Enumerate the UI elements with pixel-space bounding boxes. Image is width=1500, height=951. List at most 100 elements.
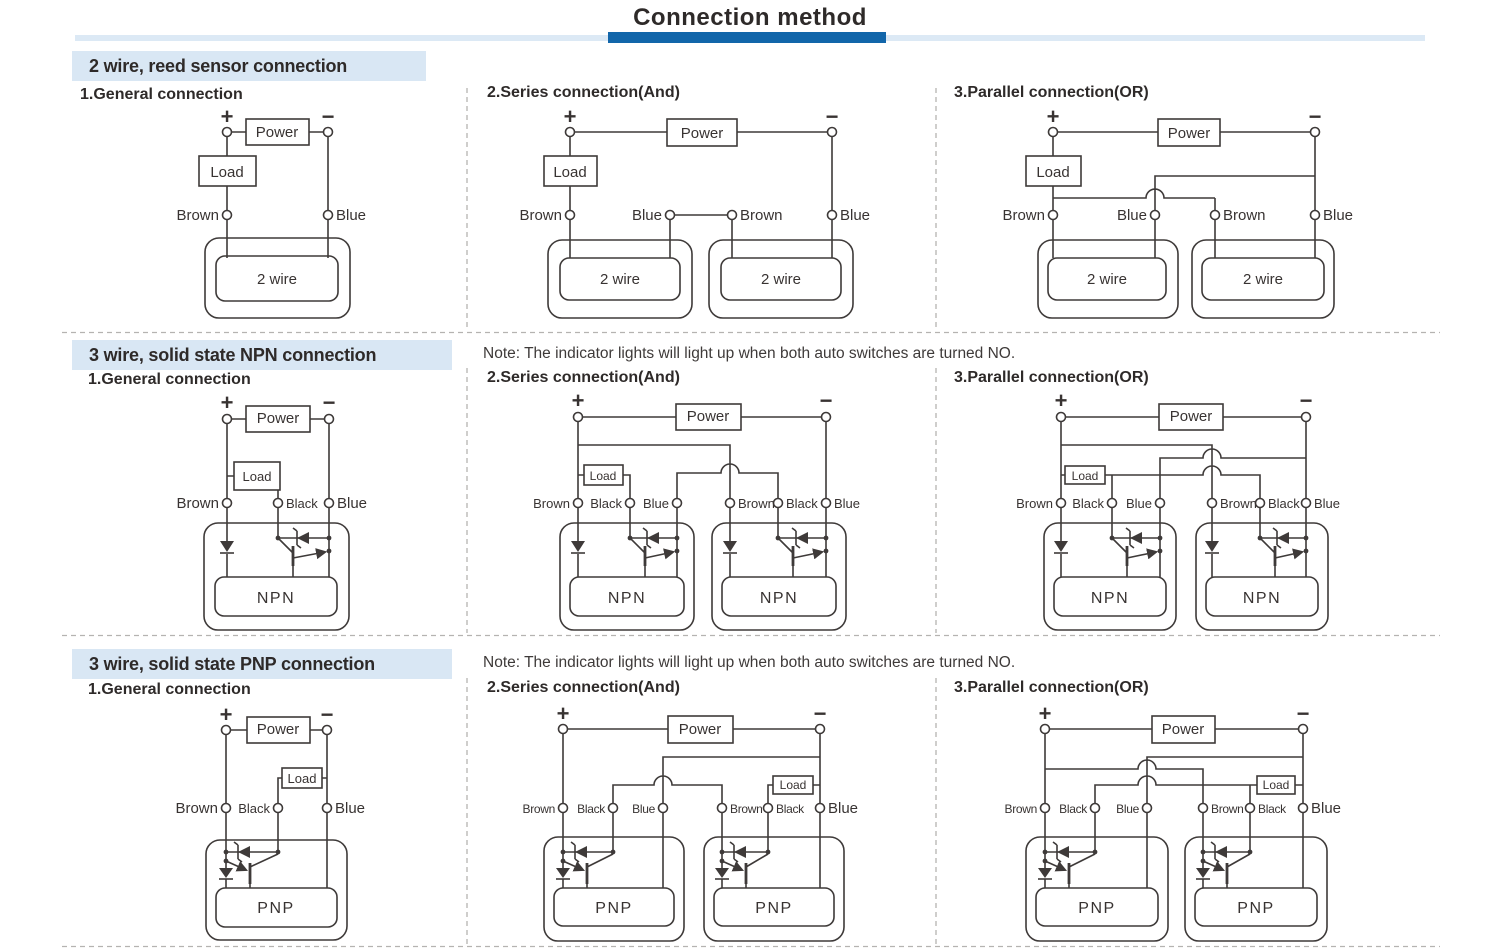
load-label: Load xyxy=(1072,469,1099,483)
plus-sign: + xyxy=(1039,701,1052,726)
terminal xyxy=(1297,802,1309,814)
diagram-pnp-series: + − Power Load Brown Black Blue Brown Bl… xyxy=(522,701,858,942)
sensor-outer-box xyxy=(559,522,695,631)
label-brown: Brown xyxy=(730,802,763,816)
plus-sign: + xyxy=(1047,104,1060,129)
sensor-inner-box xyxy=(1205,576,1319,617)
power-label: Power xyxy=(1162,721,1205,738)
minus-sign: − xyxy=(323,390,336,415)
diagram-reed-general: + − Power Load Brown Blue 2 wire xyxy=(176,104,366,319)
power-label: Power xyxy=(1170,408,1213,425)
power-label: Power xyxy=(1168,125,1211,142)
load-label: Load xyxy=(210,164,243,181)
diode-icon xyxy=(1054,541,1068,554)
label-brown: Brown xyxy=(533,496,570,511)
label-blue: Blue xyxy=(1126,496,1152,511)
row-divider xyxy=(62,331,1440,948)
sensor-label: NPN xyxy=(1243,590,1281,607)
wires xyxy=(226,131,329,258)
terminal xyxy=(220,724,232,736)
label-black: Black xyxy=(590,496,622,511)
npn-transistor-icon xyxy=(627,527,680,577)
terminal xyxy=(1206,497,1218,509)
load-label: Load xyxy=(288,771,317,786)
terminal xyxy=(820,497,832,509)
diode-icon xyxy=(556,868,570,880)
terminal xyxy=(624,497,636,509)
diagram-npn-general: + − Power Load Brown Black Blue NPN xyxy=(176,390,367,631)
label-blue: Blue xyxy=(1117,207,1147,224)
power-label: Power xyxy=(679,721,722,738)
label-blue: Blue xyxy=(834,496,860,511)
sensor-label: PNP xyxy=(1237,900,1274,917)
diagram-pnp-general: + − Power Load Brown Black Blue PNP xyxy=(175,702,365,941)
sensor-label: PNP xyxy=(1078,900,1115,917)
power-box xyxy=(1157,118,1221,147)
label-blue: Blue xyxy=(632,207,662,224)
minus-sign: − xyxy=(814,701,827,726)
wires xyxy=(562,728,821,888)
column-divider xyxy=(466,88,937,945)
npn-transistor-icon xyxy=(1257,527,1309,577)
label-brown: Brown xyxy=(522,802,555,816)
power-box xyxy=(245,118,310,146)
terminal xyxy=(323,413,335,425)
load-box xyxy=(281,767,323,789)
load-label: Load xyxy=(780,778,807,792)
load-box xyxy=(1064,465,1106,485)
terminal xyxy=(1309,126,1321,138)
diode-icon xyxy=(1038,868,1052,880)
label-brown: Brown xyxy=(1002,207,1045,224)
panel-title-reed-series: 2.Series connection(And) xyxy=(487,84,680,101)
sensor-outer-box xyxy=(703,836,845,942)
label-blue: Blue xyxy=(1323,207,1353,224)
title-rule-dark xyxy=(608,32,886,43)
minus-sign: − xyxy=(1297,701,1310,726)
load-box xyxy=(1256,775,1296,795)
minus-sign: − xyxy=(826,104,839,129)
sensor-inner-box xyxy=(214,576,338,617)
diode-icon xyxy=(715,868,729,880)
terminal xyxy=(1154,497,1166,509)
load-box xyxy=(1025,155,1082,187)
terminal xyxy=(221,497,233,509)
sensor-outer-box xyxy=(1037,239,1179,319)
power-label: Power xyxy=(681,125,724,142)
panel-title-reed-parallel: 3.Parallel connection(OR) xyxy=(954,84,1149,101)
panel-title-npn-series: 2.Series connection(And) xyxy=(487,369,680,386)
load-box xyxy=(772,775,814,795)
terminal xyxy=(1309,209,1321,221)
terminal xyxy=(820,411,832,423)
label-black: Black xyxy=(1059,802,1088,816)
panel-title-npn-general: 1.General connection xyxy=(88,371,251,388)
diagram-reed-series: + − Power Load Brown Blue Brown Blue 2 w… xyxy=(519,104,870,319)
power-box xyxy=(666,118,738,147)
panel-title-reed-general: 1.General connection xyxy=(80,86,243,103)
load-box xyxy=(583,464,624,486)
label-blue: Blue xyxy=(632,802,655,816)
npn-transistor-icon xyxy=(1109,527,1163,577)
pnp-transistor-icon xyxy=(1042,841,1098,888)
sensor-outer-box xyxy=(204,237,351,319)
sensor-label: PNP xyxy=(257,900,294,917)
terminal xyxy=(564,126,576,138)
label-blue: Blue xyxy=(335,800,365,817)
terminal xyxy=(1089,802,1101,814)
label-brown: Brown xyxy=(1223,207,1266,224)
terminal xyxy=(272,497,284,509)
label-brown: Brown xyxy=(1004,802,1037,816)
sensor-inner-box xyxy=(215,255,339,302)
sensor-outer-box xyxy=(1191,239,1335,319)
label-blue: Blue xyxy=(1116,802,1139,816)
label-black: Black xyxy=(1268,496,1300,511)
sensor-label: NPN xyxy=(760,590,798,607)
sensor-inner-box xyxy=(1201,257,1325,301)
terminal xyxy=(724,497,736,509)
sensor-label: 2 wire xyxy=(600,271,640,288)
terminal xyxy=(1055,411,1067,423)
label-black: Black xyxy=(786,496,818,511)
diode-icon xyxy=(571,541,585,554)
terminal xyxy=(1039,802,1051,814)
sensor-inner-box xyxy=(559,257,681,301)
